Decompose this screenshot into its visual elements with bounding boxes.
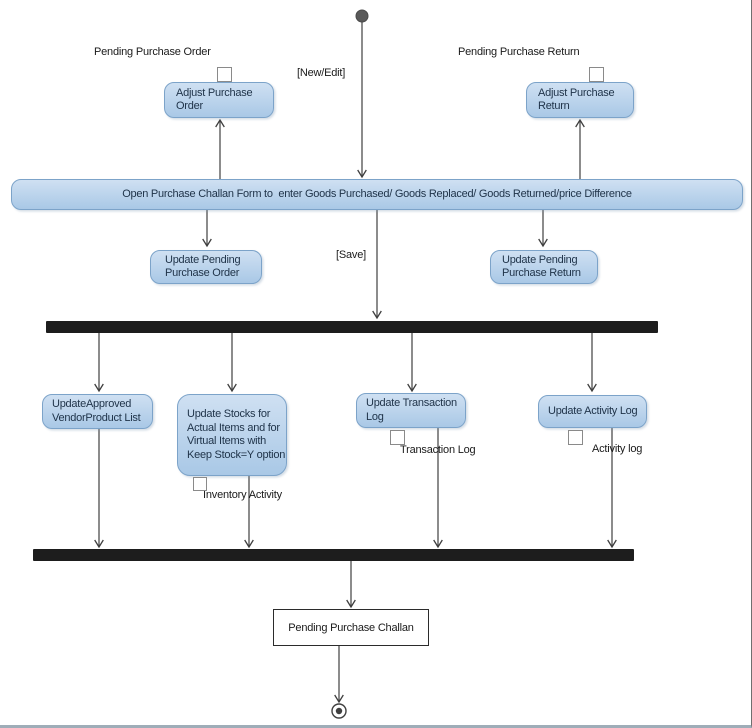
square-icon-activity-log [568,430,583,445]
fork-bar [46,321,658,333]
label-activity-log: Activity log [592,443,643,455]
node-pending-purchase-challan: Pending Purchase Challan [273,609,429,646]
square-icon-inventory-activity [193,477,207,491]
end-node-inner [335,707,343,715]
square-icon-pending-purchase-order [217,67,232,82]
join-bar [33,549,634,561]
label-transaction-log: Transaction Log [400,444,476,456]
node-update-transaction-log: Update Transaction Log [356,393,466,428]
square-icon-pending-purchase-return [589,67,604,82]
node-update-stocks: Update Stocks for Actual Items and for V… [177,394,287,476]
node-update-pending-purchase-return: Update Pending Purchase Return [490,250,598,284]
label-guard-new-edit: [New/Edit] [297,67,346,79]
label-pending-purchase-return: Pending Purchase Return [458,46,580,58]
node-update-pending-purchase-order: Update Pending Purchase Order [150,250,262,284]
node-open-purchase-challan-form: Open Purchase Challan Form to enter Good… [11,179,743,210]
square-icon-transaction-log [390,430,405,445]
node-adjust-purchase-return: Adjust Purchase Return [526,82,634,118]
start-node [355,9,369,23]
label-guard-save: [Save] [336,249,366,261]
label-inventory-activity: Inventory Activity [203,489,282,501]
node-update-activity-log: Update Activity Log [538,395,647,428]
label-pending-purchase-order: Pending Purchase Order [94,46,211,58]
node-adjust-purchase-order: Adjust Purchase Order [164,82,274,118]
node-update-approved-vendor-product-list: UpdateApproved VendorProduct List [42,394,153,429]
